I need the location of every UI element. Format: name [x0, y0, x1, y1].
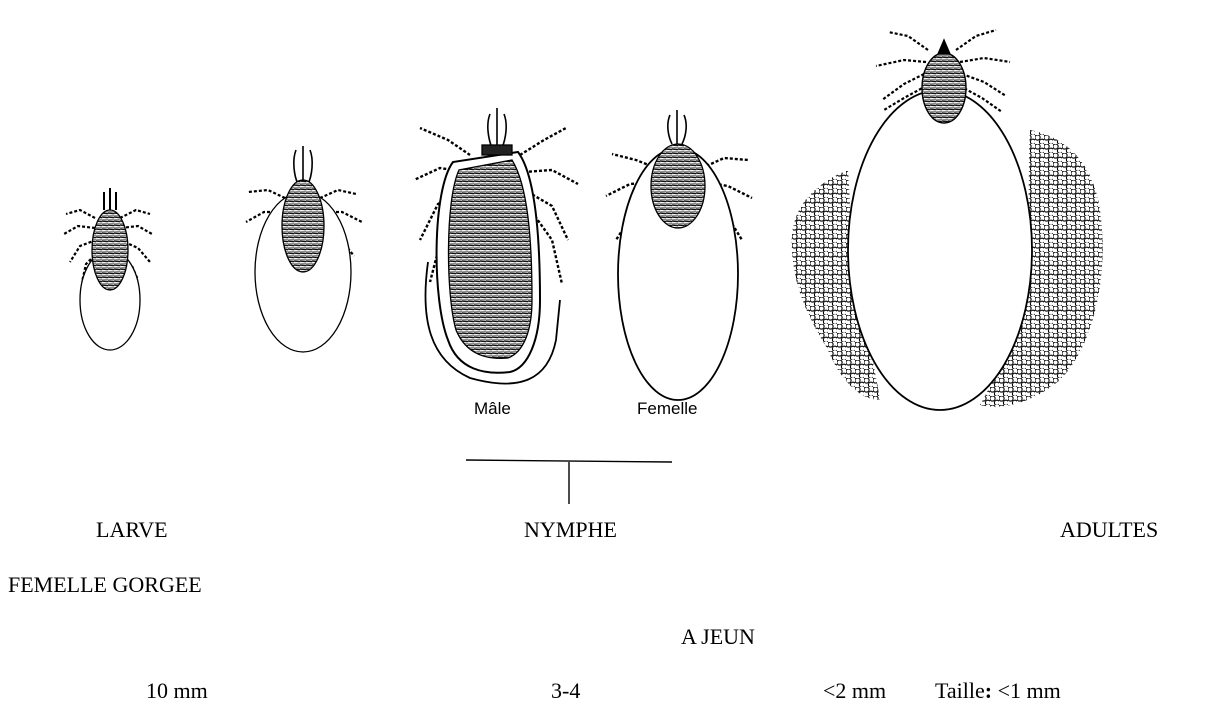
caption-nymphe: NYMPHE	[524, 519, 617, 541]
size-gorgee: 10 mm	[146, 680, 208, 702]
caption-femelle-gorgee: FEMELLE GORGEE	[8, 574, 202, 596]
size-nymphe: <2 mm	[823, 680, 886, 702]
taille-label: Taille	[935, 678, 985, 703]
tick-femelle-gorgee	[792, 30, 1103, 410]
caption-larve: LARVE	[96, 519, 168, 541]
caption-a-jeun: A JEUN	[681, 626, 755, 648]
size-larve: Taille: <1 mm	[935, 680, 1061, 702]
tick-female	[606, 110, 752, 400]
size-adultes: 3-4	[551, 680, 580, 702]
tick-male	[414, 108, 578, 384]
tick-larve	[64, 188, 152, 350]
label-male: Mâle	[474, 400, 511, 417]
label-female: Femelle	[637, 400, 697, 417]
taille-colon: :	[985, 678, 992, 703]
caption-adultes: ADULTES	[1060, 519, 1158, 541]
tick-nymphe-small	[246, 146, 362, 352]
nymphe-bracket	[466, 460, 672, 504]
taille-value: <1 mm	[992, 678, 1061, 703]
